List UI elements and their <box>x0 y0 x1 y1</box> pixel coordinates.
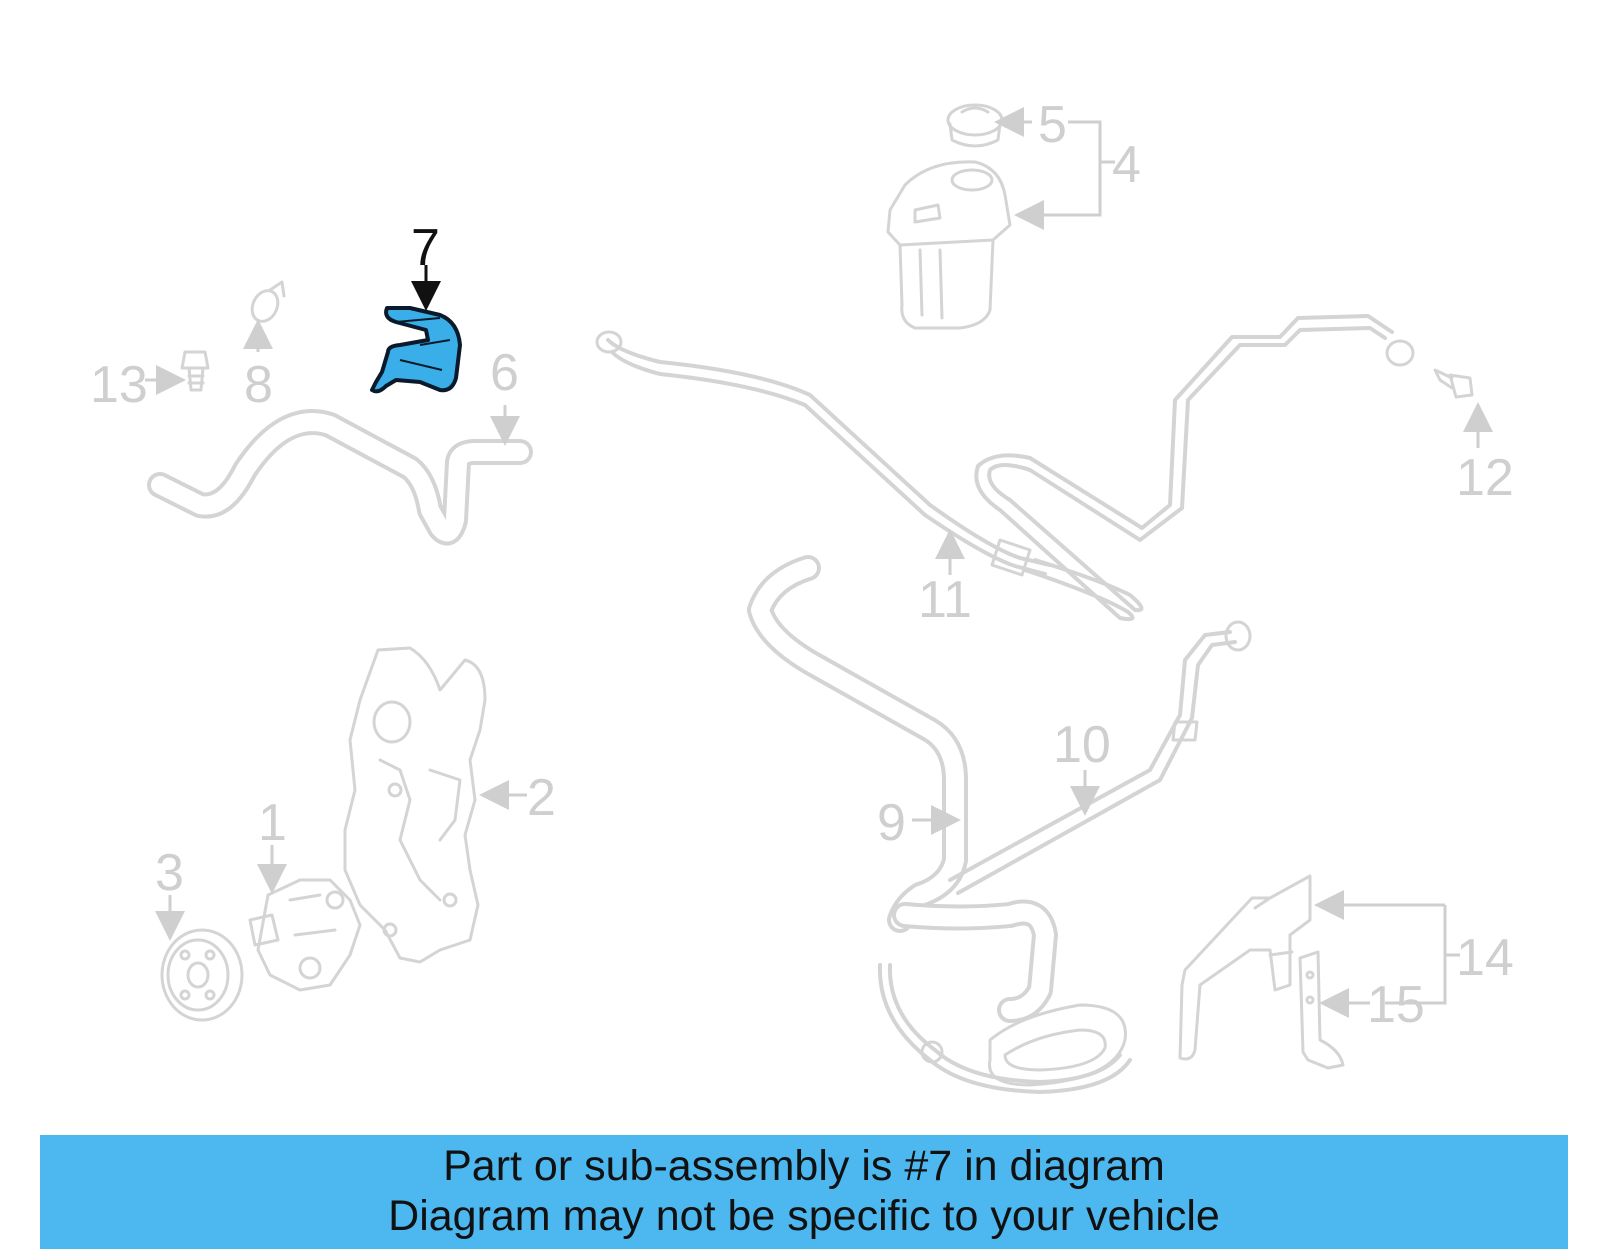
part-4-reservoir <box>886 160 1012 330</box>
callout-15: 15 <box>1367 976 1425 1034</box>
callout-13: 13 <box>90 356 148 414</box>
part-5-reservoir-cap <box>946 103 1004 148</box>
callout-1: 1 <box>258 794 287 852</box>
part-6-hose <box>147 409 533 546</box>
callout-7: 7 <box>411 219 440 277</box>
callout-14: 14 <box>1456 929 1514 987</box>
part-15-brace <box>1298 950 1345 1070</box>
part-8-clamp <box>250 280 286 323</box>
info-banner: Part or sub-assembly is #7 in diagram Di… <box>40 1135 1568 1249</box>
part-1-water-pump <box>248 878 362 992</box>
part-7-bracket-highlighted <box>370 306 462 394</box>
part-10-cooler-line <box>877 620 1252 1094</box>
banner-line-1: Part or sub-assembly is #7 in diagram <box>443 1142 1165 1190</box>
part-12-bolt <box>1433 368 1474 399</box>
callout-4: 4 <box>1112 136 1141 194</box>
part-2-timing-cover <box>343 646 487 964</box>
part-3-pulley <box>160 928 244 1022</box>
part-14-bracket <box>1178 874 1312 1061</box>
banner-line-2: Diagram may not be specific to your vehi… <box>388 1192 1220 1240</box>
callout-11: 11 <box>918 571 972 629</box>
callout-9: 9 <box>877 794 906 852</box>
callout-10: 10 <box>1053 716 1111 774</box>
callout-5: 5 <box>1038 96 1067 154</box>
part-13-bolt <box>180 350 210 392</box>
callout-2: 2 <box>527 769 556 827</box>
callout-8: 8 <box>244 356 273 414</box>
part-9-return-hose <box>747 555 968 933</box>
part-11-pressure-line <box>595 314 1415 622</box>
leader-lines <box>145 107 1493 1018</box>
callout-3: 3 <box>155 844 184 902</box>
callout-6: 6 <box>490 344 519 402</box>
callout-12: 12 <box>1456 449 1514 507</box>
